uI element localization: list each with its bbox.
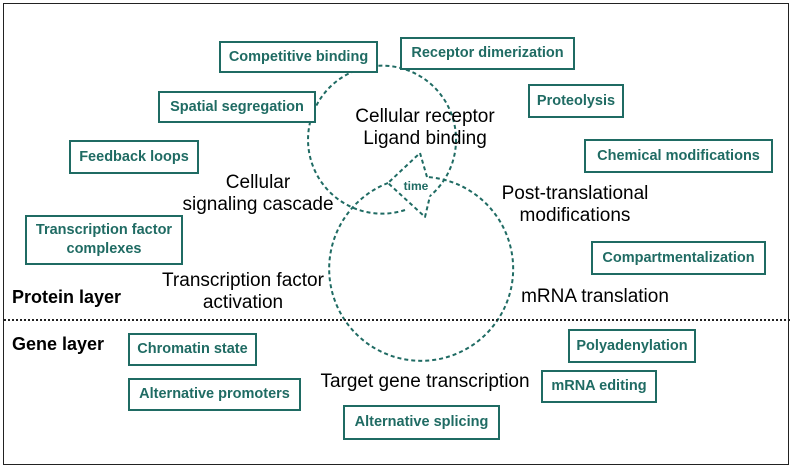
- layer-divider: [4, 319, 790, 321]
- stage-receptor-line1: Cellular receptor: [355, 106, 495, 127]
- stage-target-transcription: Target gene transcription: [320, 371, 530, 392]
- box-tf-complexes-line2: complexes: [66, 241, 142, 257]
- stage-receptor-line2: Ligand binding: [363, 128, 487, 149]
- box-mrna-editing: mRNA editing: [541, 370, 657, 403]
- cycle-inner-arc: [307, 64, 458, 215]
- box-tf-complexes: Transcription factor complexes: [25, 215, 183, 265]
- box-spatial-segregation: Spatial segregation: [158, 91, 316, 123]
- time-label: time: [403, 179, 429, 193]
- cycle-outer-arc: [328, 176, 515, 362]
- box-chromatin-state: Chromatin state: [128, 333, 257, 366]
- stage-ptm-line2: modifications: [519, 205, 631, 226]
- stage-mrna-translation: mRNA translation: [521, 286, 669, 307]
- stage-cascade-line2: signaling cascade: [182, 194, 334, 215]
- stage-post-translational: Post-translational modifications: [480, 183, 670, 227]
- box-tf-complexes-line1: Transcription factor: [35, 222, 173, 238]
- gene-layer-label: Gene layer: [12, 334, 105, 354]
- box-competitive-binding: Competitive binding: [219, 41, 378, 73]
- stage-tf-activation: Transcription factor activation: [148, 270, 338, 314]
- box-alternative-splicing: Alternative splicing: [343, 405, 500, 440]
- stage-cascade-line1: Cellular: [225, 172, 291, 193]
- box-chemical-modifications: Chemical modifications: [584, 139, 773, 173]
- stage-ptm-line1: Post-translational: [501, 183, 649, 204]
- box-compartmentalization: Compartmentalization: [591, 241, 766, 275]
- stage-receptor-binding: Cellular receptor Ligand binding: [340, 106, 510, 150]
- box-receptor-dimerization: Receptor dimerization: [400, 37, 575, 70]
- figure-frame: [3, 3, 789, 465]
- stage-signaling-cascade: Cellular signaling cascade: [168, 172, 348, 216]
- cycle-arrow-head: [387, 152, 431, 218]
- box-polyadenylation: Polyadenylation: [568, 329, 696, 363]
- box-proteolysis: Proteolysis: [528, 84, 624, 118]
- stage-tf-line1: Transcription factor: [162, 270, 324, 291]
- stage-tf-line2: activation: [202, 292, 284, 313]
- box-alternative-promoters: Alternative promoters: [128, 378, 301, 411]
- protein-layer-label: Protein layer: [12, 287, 122, 307]
- box-feedback-loops: Feedback loops: [69, 140, 199, 174]
